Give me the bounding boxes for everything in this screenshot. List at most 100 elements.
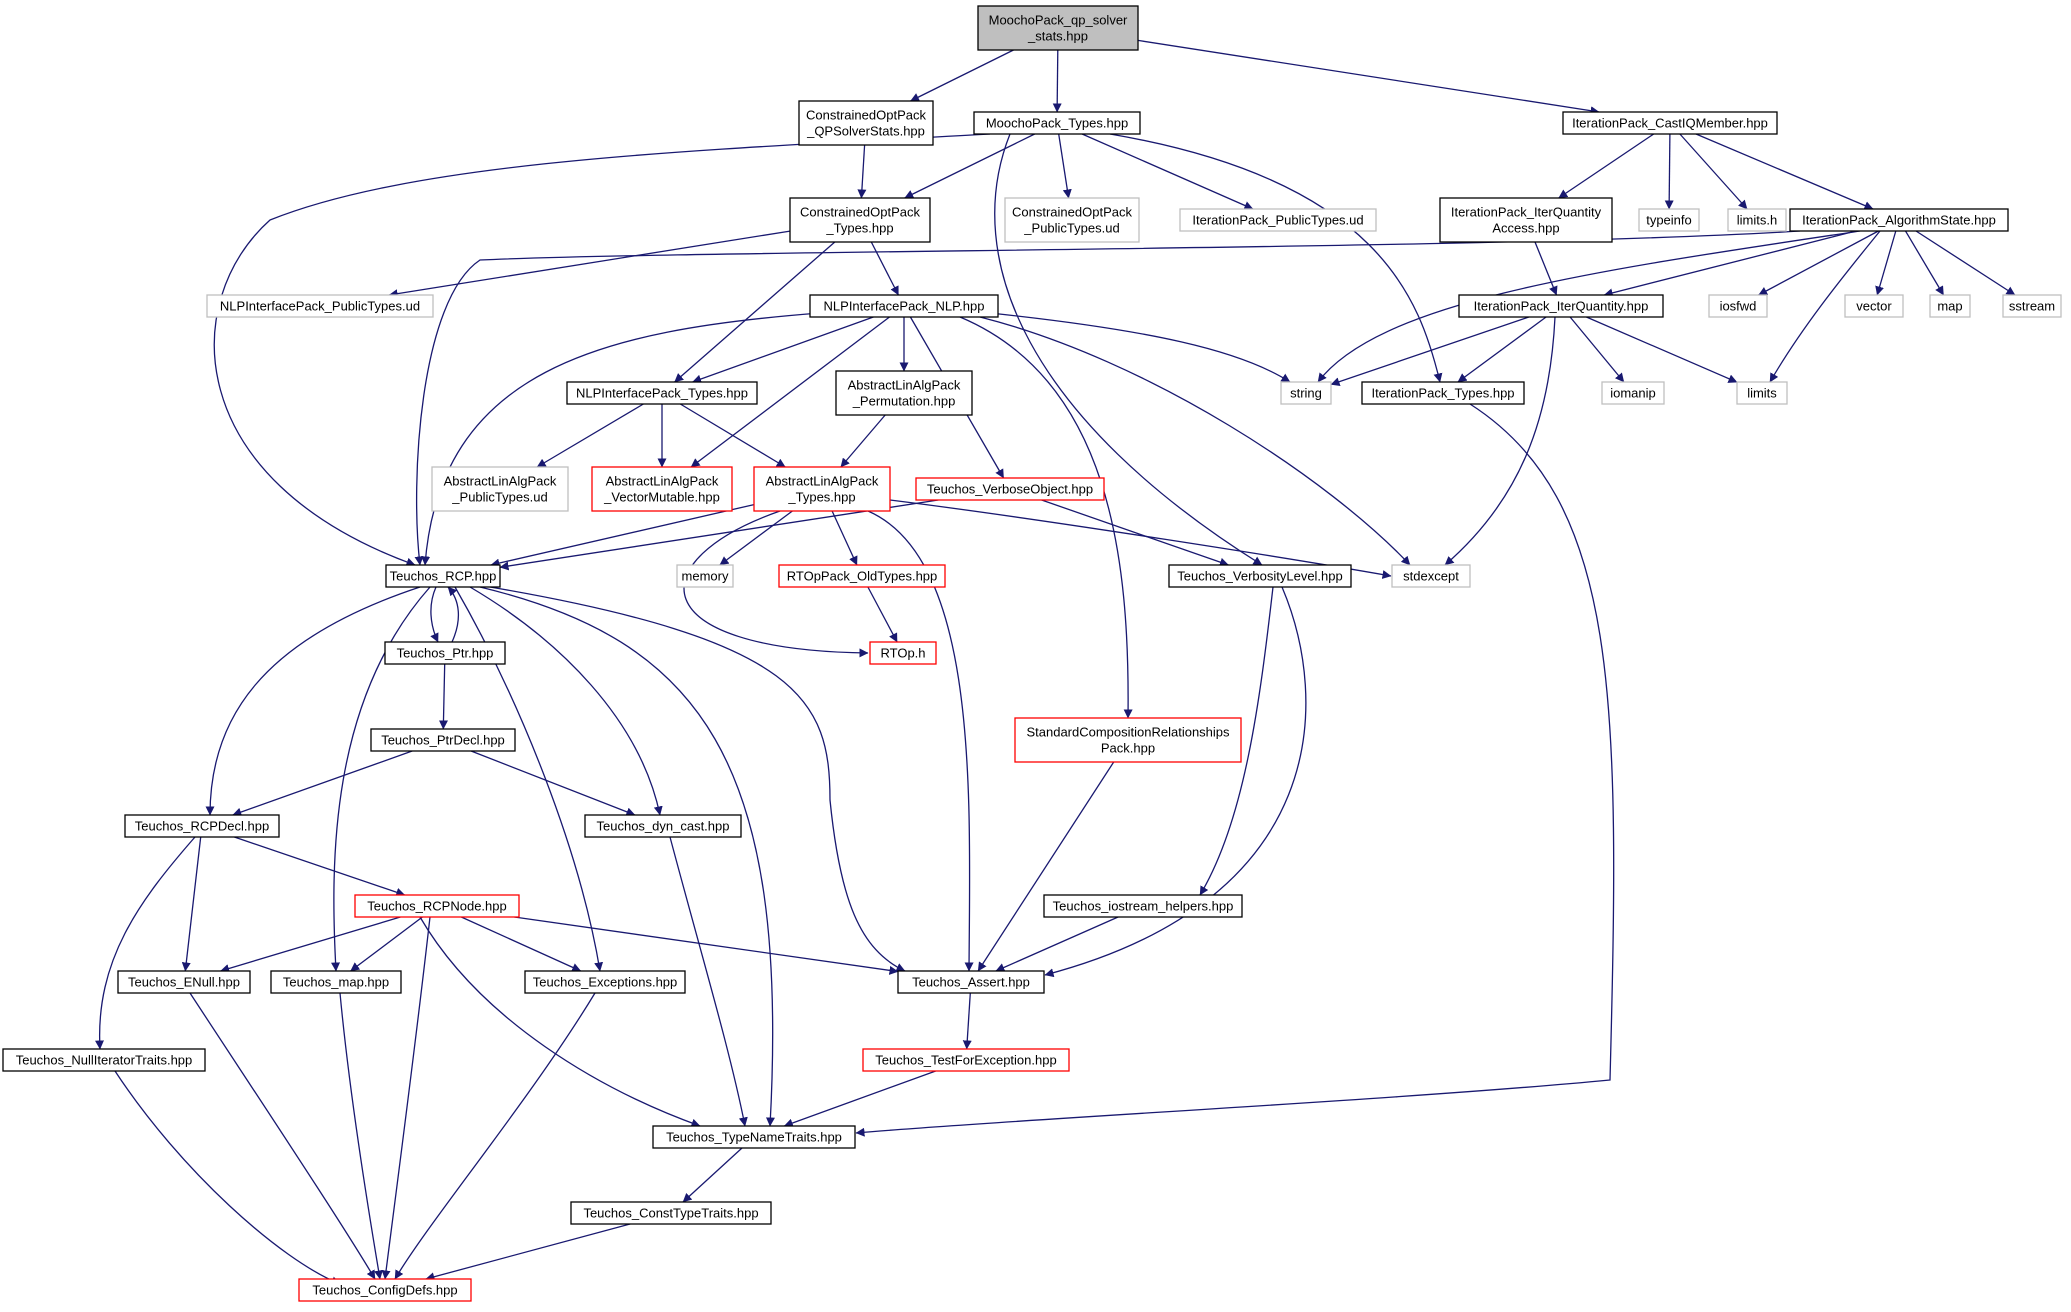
node-box [835, 370, 973, 416]
node-label: IterationPack_IterQuantity [1451, 205, 1602, 220]
edge-alaTypes-to-tRCP [490, 503, 755, 568]
node-tTFE[interactable]: Teuchos_TestForException.hpp [862, 1048, 1070, 1072]
edge-alaTypes-to-rtopOld [831, 510, 858, 566]
edge-tPtr-to-tPtrDecl [438, 663, 448, 730]
edge-tRCP-to-tExc [454, 586, 604, 972]
node-tPtr[interactable]: Teuchos_Ptr.hpp [384, 641, 506, 665]
edge-mpTypes-to-ipTypes [1109, 133, 1443, 383]
node-typeinfo: typeinfo [1638, 208, 1700, 232]
node-tIos[interactable]: Teuchos_iostream_helpers.hpp [1043, 894, 1243, 918]
node-alaVM[interactable]: AbstractLinAlgPack_VectorMutable.hpp [591, 466, 733, 512]
node-ipAlg[interactable]: IterationPack_AlgorithmState.hpp [1789, 208, 2009, 232]
node-label: iosfwd [1720, 299, 1757, 314]
node-label: vector [1856, 299, 1892, 314]
edge-mpTypes-to-copTypes [904, 133, 1035, 199]
file-nodes: MoochoPack_qp_solver_stats.hppConstraine… [2, 5, 2062, 1302]
node-ipIQ[interactable]: IterationPack_IterQuantity.hpp [1458, 294, 1664, 318]
node-tRCP[interactable]: Teuchos_RCP.hpp [385, 564, 501, 588]
node-box [1361, 381, 1525, 405]
node-tTNT[interactable]: Teuchos_TypeNameTraits.hpp [652, 1125, 856, 1149]
node-box [809, 294, 999, 318]
edge-tRCP-to-tTNT [479, 586, 775, 1127]
node-label: NLPInterfacePack_PublicTypes.ud [220, 299, 420, 314]
node-tPtrDecl[interactable]: Teuchos_PtrDecl.hpp [370, 728, 516, 752]
node-label: _Types.hpp [825, 221, 893, 236]
edge-tVerbLvl-to-tAssert [1044, 586, 1307, 978]
edge-copQPS-to-copTypes [857, 144, 867, 199]
node-box [591, 466, 733, 512]
node-tConstTT[interactable]: Teuchos_ConstTypeTraits.hpp [570, 1201, 772, 1225]
edge-copTypes-to-nlpPub [388, 230, 791, 299]
node-box [370, 728, 516, 752]
edge-ipCast-to-limitsh [1679, 133, 1748, 210]
node-copTypes[interactable]: ConstrainedOptPack_Types.hpp [789, 197, 931, 243]
node-label: _PublicTypes.ud [1023, 221, 1119, 236]
edge-ipAlg-to-sstream [1915, 230, 2016, 296]
node-mpTypes[interactable]: MoochoPack_Types.hpp [973, 111, 1141, 135]
node-box [1562, 111, 1778, 135]
node-tVerbObj[interactable]: Teuchos_VerboseObject.hpp [915, 477, 1105, 501]
edge-ipIQ-to-iomanip [1569, 316, 1625, 383]
edge-tRCPDecl-to-tRCPNode [234, 836, 406, 897]
node-tNullIt[interactable]: Teuchos_NullIteratorTraits.hpp [2, 1048, 206, 1072]
node-label: IterationPack_IterQuantity.hpp [1474, 299, 1649, 314]
node-label: Teuchos_Ptr.hpp [397, 646, 494, 661]
node-tExc[interactable]: Teuchos_Exceptions.hpp [524, 970, 686, 994]
node-nlpTypes[interactable]: NLPInterfacePack_Types.hpp [566, 381, 758, 405]
node-alaPerm[interactable]: AbstractLinAlgPack_Permutation.hpp [835, 370, 973, 416]
node-label: AbstractLinAlgPack [848, 378, 961, 393]
node-box [897, 970, 1045, 994]
edge-ipAlg-to-vector [1875, 230, 1897, 296]
edge-ipIQA-to-ipIQ [1534, 241, 1558, 296]
node-ipTypes[interactable]: IterationPack_Types.hpp [1361, 381, 1525, 405]
node-ipCast[interactable]: IterationPack_CastIQMember.hpp [1562, 111, 1778, 135]
edge-tRCP-to-tDyn [469, 586, 663, 816]
node-label: ConstrainedOptPack [1012, 205, 1132, 220]
node-rtop[interactable]: RTOp.h [869, 641, 937, 665]
node-label: limits [1747, 386, 1777, 401]
node-label: AbstractLinAlgPack [766, 474, 879, 489]
node-tAssert[interactable]: Teuchos_Assert.hpp [897, 970, 1045, 994]
edge-alaTypes-to-tAssert [867, 510, 974, 972]
node-alaTypes[interactable]: AbstractLinAlgPack_Types.hpp [753, 466, 891, 512]
node-label: map [1937, 299, 1962, 314]
node-label: Teuchos_TestForException.hpp [875, 1053, 1056, 1068]
node-label: _Permutation.hpp [852, 394, 956, 409]
node-tRCPNode[interactable]: Teuchos_RCPNode.hpp [354, 894, 520, 918]
node-box [1708, 294, 1768, 318]
node-label: Teuchos_ConstTypeTraits.hpp [583, 1206, 758, 1221]
node-label: memory [682, 569, 729, 584]
node-tENull[interactable]: Teuchos_ENull.hpp [117, 970, 251, 994]
edge-nlpNLP-to-alaVM [690, 316, 890, 468]
node-label: Pack.hpp [1101, 741, 1155, 756]
node-box [862, 1048, 1070, 1072]
node-label: RTOpPack_OldTypes.hpp [787, 569, 938, 584]
edge-tTFE-to-tTNT [783, 1070, 936, 1128]
node-tDyn[interactable]: Teuchos_dyn_cast.hpp [584, 814, 742, 838]
node-rtopOld[interactable]: RTOpPack_OldTypes.hpp [778, 564, 946, 588]
edge-ipAlg-to-limits [1769, 230, 1881, 383]
node-box [1179, 208, 1377, 232]
node-tRCPDecl[interactable]: Teuchos_RCPDecl.hpp [124, 814, 280, 838]
node-box [1736, 381, 1788, 405]
node-label: NLPInterfacePack_NLP.hpp [824, 299, 985, 314]
node-label: Teuchos_RCPNode.hpp [367, 899, 506, 914]
node-copQPS[interactable]: ConstrainedOptPack_QPSolverStats.hpp [798, 100, 934, 146]
edge-tRCP-to-tPtr [430, 586, 439, 643]
node-stdexcept: stdexcept [1391, 564, 1471, 588]
node-box [124, 814, 280, 838]
node-tConfig[interactable]: Teuchos_ConfigDefs.hpp [298, 1278, 472, 1302]
node-nlpNLP[interactable]: NLPInterfacePack_NLP.hpp [809, 294, 999, 318]
node-sstream: sstream [2002, 294, 2062, 318]
node-root[interactable]: MoochoPack_qp_solver_stats.hpp [977, 5, 1139, 51]
edge-tVerbLvl-to-tIos [1199, 586, 1274, 896]
node-tMap[interactable]: Teuchos_map.hpp [270, 970, 402, 994]
node-tVerbLvl[interactable]: Teuchos_VerbosityLevel.hpp [1168, 564, 1352, 588]
node-label: IterationPack_Types.hpp [1371, 386, 1514, 401]
node-label: _VectorMutable.hpp [603, 490, 720, 505]
node-map: map [1929, 294, 1971, 318]
node-box [566, 381, 758, 405]
